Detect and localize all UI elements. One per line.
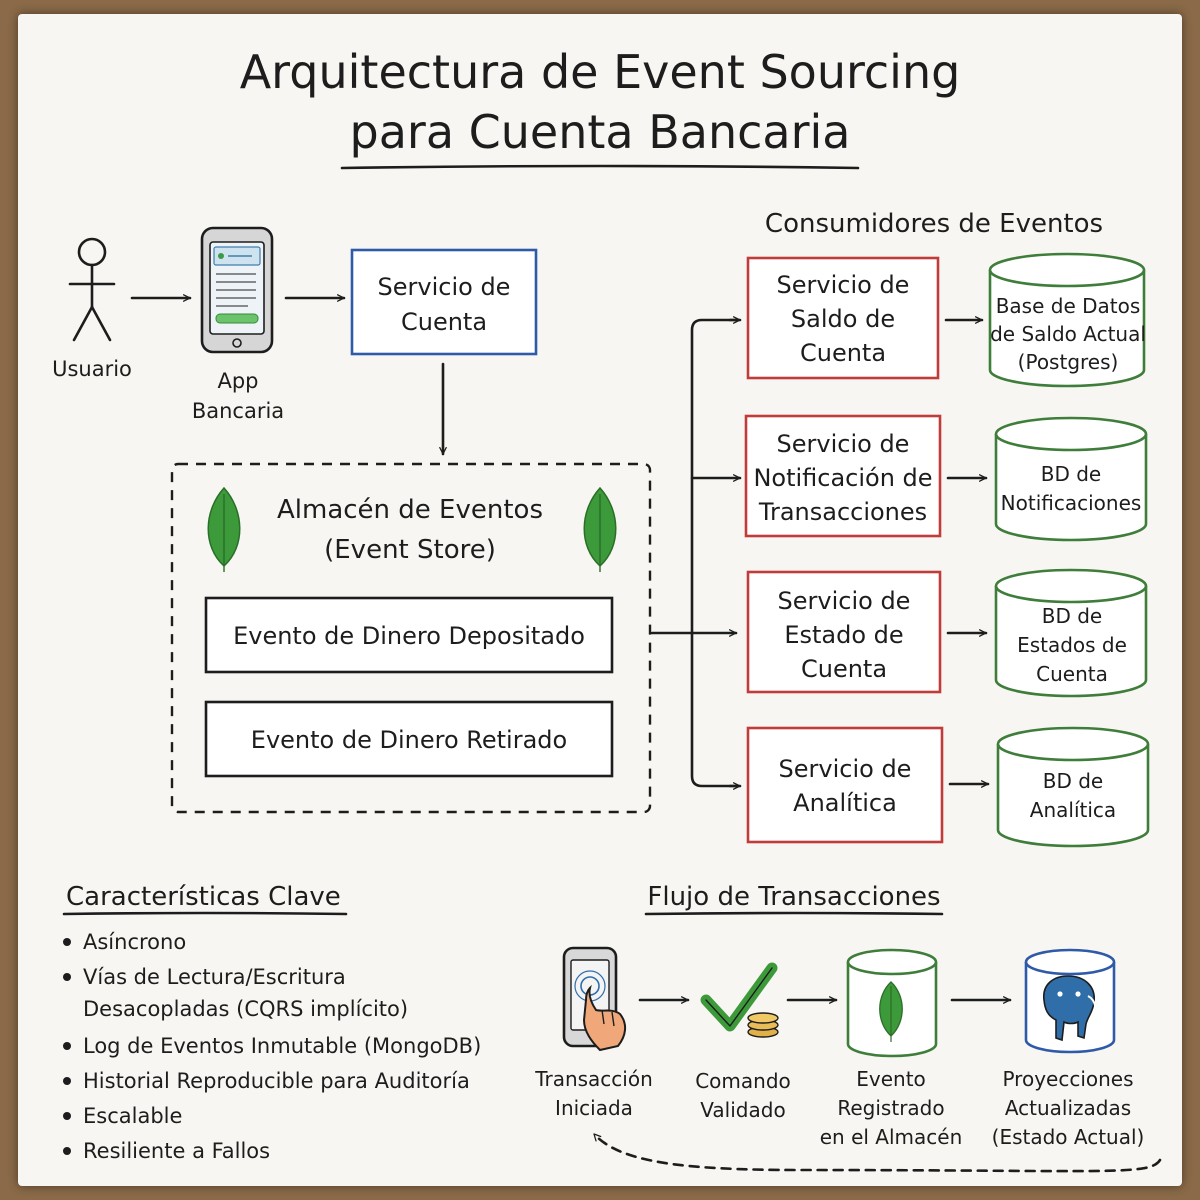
service-balance-line-1: Servicio de (777, 271, 910, 299)
app-label-line-2: Bancaria (192, 399, 284, 423)
service-statement-line-3: Cuenta (801, 655, 887, 683)
flow-step-1-line-1: Transacción (534, 1067, 653, 1091)
database-notifications-cylinder-icon (994, 416, 1148, 542)
account-service-line-1: Servicio de (378, 273, 511, 301)
mongodb-leaf-database-icon (846, 948, 938, 1058)
database-analytics-line-2: Analítica (1030, 798, 1116, 822)
service-notification-line-3: Transacciones (758, 498, 927, 526)
feature-bullet (63, 938, 71, 946)
account-service-box (350, 248, 538, 356)
event-deposited-label: Evento de Dinero Depositado (233, 622, 585, 650)
flow-step-1-line-2: Iniciada (555, 1096, 633, 1120)
consumers-heading: Consumidores de Eventos (765, 209, 1103, 239)
flow-step-2-line-2: Validado (700, 1098, 785, 1122)
service-balance-box (746, 256, 940, 380)
flow-step-3-line-1: Evento (856, 1067, 926, 1091)
service-balance-line-2: Saldo de (791, 305, 895, 333)
feature-bullet (63, 1147, 71, 1155)
service-notification-box (744, 414, 942, 538)
phone-tap-icon (562, 946, 626, 1052)
service-statement-line-2: Estado de (784, 621, 903, 649)
user-stick-figure-icon (68, 237, 116, 342)
flow-return-arrow (592, 1132, 1162, 1173)
feature-bullet (63, 973, 71, 981)
app-label-line-1: App (217, 369, 258, 393)
event-box-deposited (204, 596, 614, 674)
flow-step-2-line-1: Comando (695, 1069, 791, 1093)
flow-step-4-line-3: (Estado Actual) (992, 1125, 1145, 1149)
database-notifications-line-2: Notificaciones (1001, 491, 1142, 515)
database-statements-line-2: Estados de (1017, 633, 1127, 657)
feature-item: Vías de Lectura/Escritura (83, 965, 346, 989)
features-heading-underline (62, 911, 348, 916)
title-underline (340, 164, 860, 170)
mobile-banking-app-icon (200, 226, 274, 354)
database-analytics-cylinder-icon (996, 726, 1150, 848)
event-box-withdrawn (204, 700, 614, 778)
postgres-elephant-database-icon (1024, 948, 1116, 1054)
flow-step-3-line-3: en el Almacén (820, 1125, 963, 1149)
flow-step-4-line-2: Actualizadas (1005, 1096, 1131, 1120)
service-notification-line-1: Servicio de (777, 430, 910, 458)
database-balance-cylinder-icon (988, 252, 1146, 388)
database-analytics-line-1: BD de (1043, 769, 1103, 793)
title-line-1: Arquitectura de Event Sourcing (240, 45, 961, 99)
service-balance-line-3: Cuenta (800, 339, 886, 367)
checkmark-coins-icon (700, 962, 779, 1038)
service-analytics-line-1: Servicio de (779, 755, 912, 783)
service-statement-box (746, 570, 942, 694)
database-statements-cylinder-icon (994, 568, 1148, 698)
feature-item: Log de Eventos Inmutable (MongoDB) (83, 1034, 481, 1058)
flow-heading-underline (644, 911, 944, 916)
event-store-container (170, 462, 652, 814)
user-label: Usuario (52, 357, 132, 381)
mongodb-leaf-icon-left (207, 486, 241, 572)
service-statement-line-1: Servicio de (778, 587, 911, 615)
title-line-2: para Cuenta Bancaria (350, 105, 851, 159)
flow-step-3-line-2: Registrado (837, 1096, 944, 1120)
service-analytics-box (746, 726, 944, 844)
database-notifications-line-1: BD de (1041, 462, 1101, 486)
features-list: Asíncrono Vías de Lectura/Escritura Desa… (63, 930, 481, 1163)
service-analytics-line-2: Analítica (793, 789, 897, 817)
database-balance-line-3: (Postgres) (1018, 350, 1119, 374)
event-store-title-line-2: (Event Store) (324, 535, 496, 565)
database-statements-line-1: BD de (1042, 604, 1102, 628)
feature-item: Asíncrono (83, 930, 186, 954)
service-notification-line-2: Notificación de (753, 464, 932, 492)
feature-item: Escalable (83, 1104, 182, 1128)
fanout-trunk (690, 318, 738, 788)
feature-bullet (63, 1112, 71, 1120)
feature-bullet (63, 1077, 71, 1085)
mongodb-leaf-icon-right (583, 486, 617, 572)
account-service-line-2: Cuenta (401, 308, 487, 336)
feature-item: Historial Reproducible para Auditoría (83, 1069, 470, 1093)
feature-item: Resiliente a Fallos (83, 1139, 270, 1163)
event-store-title-line-1: Almacén de Eventos (277, 495, 543, 525)
flow-heading: Flujo de Transacciones (647, 882, 940, 912)
feature-bullet (63, 1042, 71, 1050)
database-statements-line-3: Cuenta (1036, 662, 1108, 686)
event-withdrawn-label: Evento de Dinero Retirado (251, 726, 567, 754)
database-balance-line-1: Base de Datos (996, 294, 1141, 318)
feature-item-continuation: Desacopladas (CQRS implícito) (83, 997, 408, 1021)
flow-step-4-line-1: Proyecciones (1002, 1067, 1133, 1091)
features-heading: Características Clave (66, 882, 341, 912)
database-balance-line-2: de Saldo Actual (990, 322, 1146, 346)
